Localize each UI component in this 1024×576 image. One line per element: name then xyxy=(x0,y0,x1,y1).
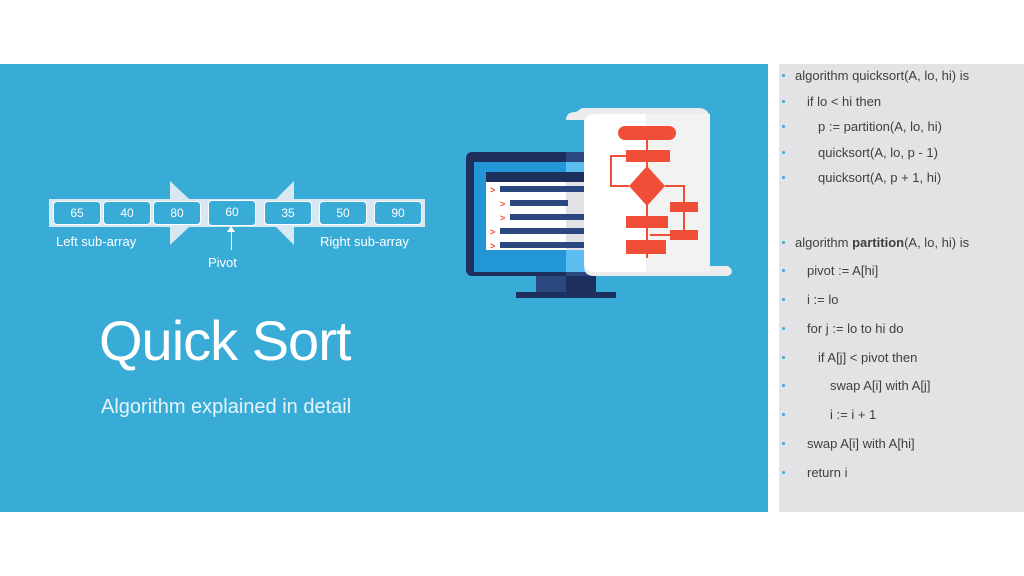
code-line: return i xyxy=(782,464,1022,493)
right-sub-array-label: Right sub-array xyxy=(320,234,409,249)
array-cell: 40 xyxy=(103,201,151,225)
svg-text:>: > xyxy=(490,241,495,251)
bullet-icon xyxy=(782,125,785,128)
pivot-arrow-icon xyxy=(227,226,235,250)
code-line: if A[j] < pivot then xyxy=(782,349,1022,378)
code-text: i := i + 1 xyxy=(830,407,877,423)
svg-text:>: > xyxy=(490,185,495,195)
bullet-icon xyxy=(782,269,785,273)
bullet-icon xyxy=(782,176,785,179)
array-cell: 90 xyxy=(374,201,422,225)
bullet-icon xyxy=(782,326,785,330)
code-text: algorithm partition(A, lo, hi) is xyxy=(795,234,970,250)
svg-text:>: > xyxy=(490,227,495,237)
code-text: for j := lo to hi do xyxy=(807,320,904,336)
code-line: for j := lo to hi do xyxy=(782,320,1022,349)
bullet-icon xyxy=(782,74,785,77)
code-text: p := partition(A, lo, hi) xyxy=(818,119,942,134)
svg-text:>: > xyxy=(500,213,505,223)
bullet-icon xyxy=(782,150,785,154)
code-text: quicksort(A, p + 1, hi) xyxy=(818,170,942,185)
slide-title: Quick Sort xyxy=(99,309,351,372)
code-text: pivot := A[hi] xyxy=(807,263,879,279)
code-line: swap A[i] with A[j] xyxy=(782,377,1022,406)
array-cell: 50 xyxy=(319,201,367,225)
code-line: p := partition(A, lo, hi) xyxy=(782,118,1022,144)
code-text: swap A[i] with A[j] xyxy=(830,378,931,394)
bullet-icon xyxy=(782,99,785,103)
bullet-icon xyxy=(782,470,785,474)
bullet-icon xyxy=(782,442,785,446)
code-line: pivot := A[hi] xyxy=(782,262,1022,291)
pseudocode-list: algorithm quicksort(A, lo, hi) is if lo <… xyxy=(782,64,1022,493)
code-text: quicksort(A, lo, p - 1) xyxy=(818,144,938,160)
bullet-icon xyxy=(782,413,785,417)
flowchart-scroll-icon xyxy=(566,108,732,276)
code-text: algorithm quicksort(A, lo, hi) is xyxy=(795,68,970,83)
code-text: if A[j] < pivot then xyxy=(818,349,918,365)
function-name: partition xyxy=(852,234,905,250)
code-text: if lo < hi then xyxy=(807,93,882,109)
bullet-icon xyxy=(782,240,785,244)
spacer xyxy=(782,195,1022,234)
code-line: if lo < hi then xyxy=(782,93,1022,119)
code-line: i := i + 1 xyxy=(782,406,1022,435)
left-sub-array-label: Left sub-array xyxy=(56,234,137,249)
array-cell: 80 xyxy=(153,201,201,225)
code-line: algorithm quicksort(A, lo, hi) is xyxy=(782,67,1022,93)
code-text: return i xyxy=(807,464,848,480)
code-line: algorithm partition(A, lo, hi) is xyxy=(782,234,1022,263)
svg-text:>: > xyxy=(500,199,505,209)
code-text: swap A[i] with A[hi] xyxy=(807,436,915,452)
bullet-icon xyxy=(782,355,785,359)
code-line: quicksort(A, lo, p - 1) xyxy=(782,144,1022,170)
array-cell: 65 xyxy=(53,201,101,225)
slide-subtitle: Algorithm explained in detail xyxy=(101,396,352,418)
code-text: i := lo xyxy=(807,292,839,308)
code-line: i := lo xyxy=(782,291,1022,320)
pivot-label: Pivot xyxy=(208,255,237,270)
bullet-icon xyxy=(782,298,785,302)
code-line: quicksort(A, p + 1, hi) xyxy=(782,169,1022,195)
code-line: swap A[i] with A[hi] xyxy=(782,435,1022,464)
array-cell: 35 xyxy=(264,201,312,225)
pivot-cell: 60 xyxy=(208,200,256,226)
bullet-icon xyxy=(782,384,785,388)
algorithm-illustration: > > > > > xyxy=(466,108,732,298)
code-panel xyxy=(779,64,1024,512)
